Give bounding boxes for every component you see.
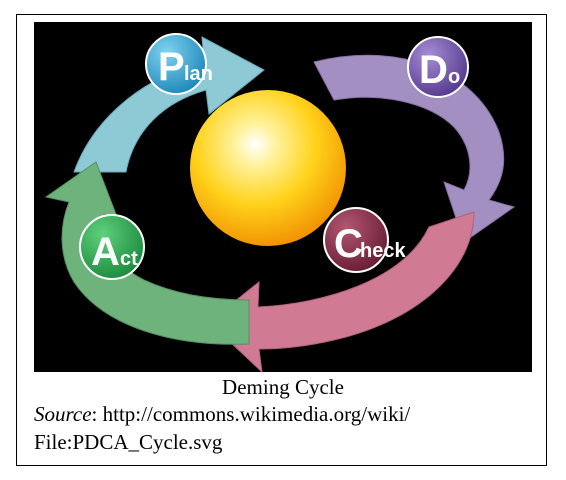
svg-text:lan: lan bbox=[184, 63, 213, 85]
pdca-diagram: P lan D o C heck A ct bbox=[34, 22, 532, 372]
plan-badge: P lan bbox=[145, 33, 213, 95]
figure-source: Source: http://commons.wikimedia.org/wik… bbox=[34, 400, 534, 456]
figure-caption: Deming Cycle bbox=[222, 375, 344, 399]
svg-text:C: C bbox=[334, 222, 363, 266]
check-arrow bbox=[208, 211, 475, 372]
svg-text:P: P bbox=[158, 45, 185, 89]
pdca-svg: P lan D o C heck A ct bbox=[44, 33, 516, 372]
plan-arrow bbox=[73, 36, 265, 173]
do-badge: D o bbox=[407, 36, 469, 98]
source-label: Source bbox=[34, 402, 92, 426]
svg-text:heck: heck bbox=[360, 240, 406, 262]
svg-text:D: D bbox=[419, 48, 448, 92]
svg-text:o: o bbox=[448, 66, 460, 88]
source-url-line2[interactable]: File:PDCA_Cycle.svg bbox=[34, 430, 223, 454]
check-badge: C heck bbox=[323, 207, 406, 273]
center-sphere bbox=[190, 90, 346, 246]
source-separator: : bbox=[91, 402, 98, 426]
act-badge: A ct bbox=[79, 214, 145, 280]
svg-text:ct: ct bbox=[120, 248, 138, 270]
source-url-line1[interactable]: http://commons.wikimedia.org/wiki/ bbox=[97, 402, 411, 426]
svg-text:A: A bbox=[91, 230, 120, 274]
act-arrow bbox=[44, 161, 250, 345]
